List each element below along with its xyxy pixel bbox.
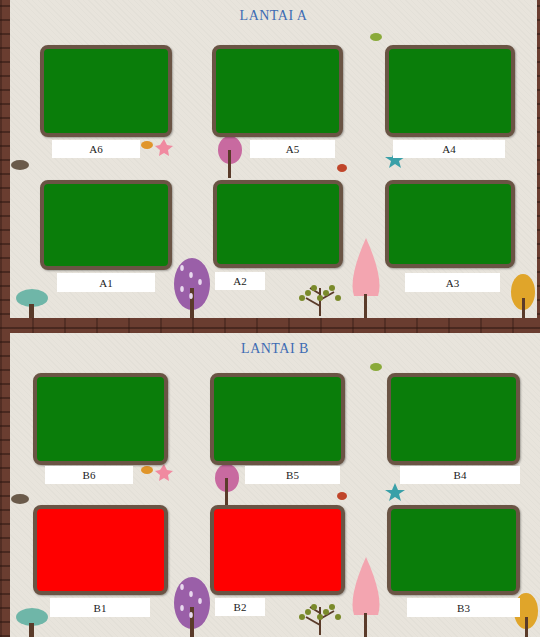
room-status-box	[387, 505, 520, 595]
room-status-box	[210, 373, 345, 465]
room-label: B5	[245, 466, 340, 484]
room-status-box	[213, 180, 343, 268]
room-status-box	[33, 373, 168, 465]
room-label: A3	[405, 273, 500, 292]
room-slot: B5	[210, 373, 345, 484]
room-slot: A3	[385, 180, 515, 292]
room-slot: B6	[33, 373, 168, 484]
room-slot: B1	[33, 505, 168, 617]
room-slot: B3	[387, 505, 520, 617]
room-slot: A1	[40, 180, 172, 292]
room-slot: A2	[213, 180, 343, 290]
room-label: A6	[52, 140, 140, 158]
room-slot: A4	[385, 45, 515, 158]
room-status-box	[212, 45, 343, 137]
room-status-box	[40, 45, 172, 137]
room-slot: A6	[40, 45, 172, 158]
room-label: A1	[57, 273, 155, 292]
room-label: B4	[400, 466, 520, 484]
room-slot: A5	[212, 45, 343, 158]
room-label: A2	[215, 272, 265, 290]
room-label: A4	[393, 140, 505, 158]
room-label: B6	[45, 466, 133, 484]
room-label: B2	[215, 598, 265, 616]
floor-panel: LANTAI B B6 B5 B4B1 B2 B3	[10, 333, 540, 637]
room-label: A5	[250, 140, 335, 158]
room-status-box	[385, 180, 515, 268]
room-status-box	[387, 373, 520, 465]
room-slot: B4	[387, 373, 520, 484]
floor-title: LANTAI A	[10, 8, 537, 24]
room-status-box	[385, 45, 515, 137]
floor-panel: LANTAI A A6 A5 A4A1 A2 A3	[10, 0, 537, 318]
room-label: B1	[50, 598, 150, 617]
room-label: B3	[407, 598, 520, 617]
room-status-box	[40, 180, 172, 270]
room-status-box	[210, 505, 345, 595]
room-status-box	[33, 505, 168, 595]
room-slot: B2	[210, 505, 345, 616]
floor-title: LANTAI B	[10, 341, 540, 357]
